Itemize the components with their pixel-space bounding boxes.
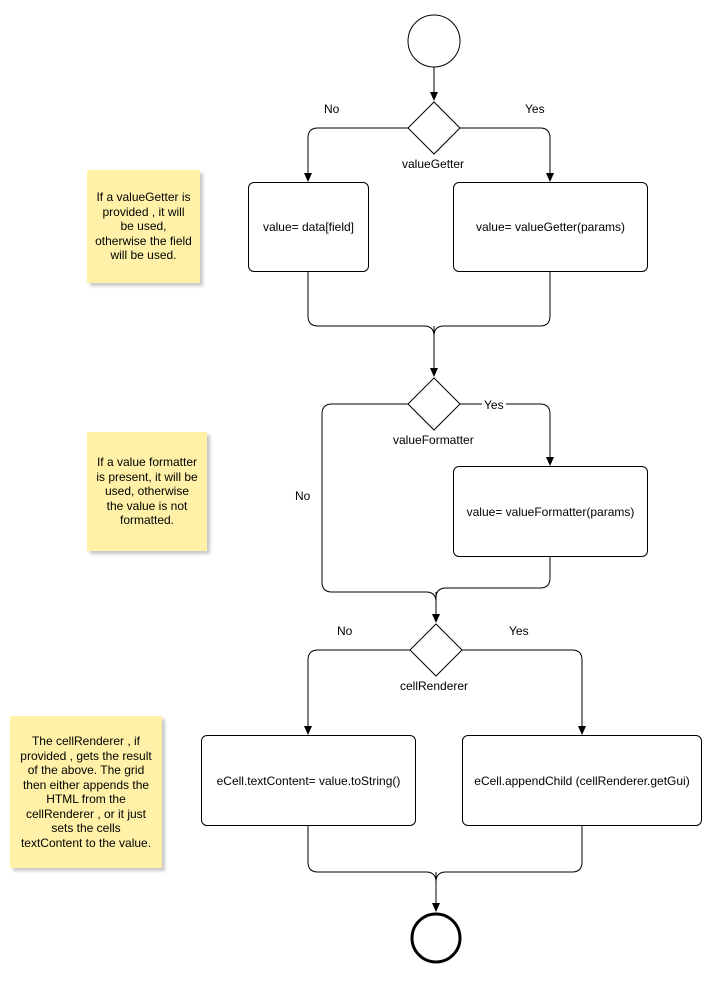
no-label-value-getter: No	[324, 102, 340, 116]
decision-label-cell-renderer: cellRenderer	[400, 679, 469, 693]
note-cell-renderer: The cellRenderer , if provided , gets th…	[10, 716, 162, 868]
note-cell-renderer-text: The cellRenderer , if provided , gets th…	[20, 734, 152, 850]
decision-label-value-getter: valueGetter	[402, 157, 465, 171]
box-append-child: eCell.appendChild (cellRenderer.getGui)	[462, 735, 702, 826]
note-value-formatter-text: If a value formatter is present, it will…	[96, 455, 198, 528]
yes-label-value-formatter: Yes	[482, 398, 506, 412]
box-text-content: eCell.textContent= value.toString()	[201, 735, 416, 826]
start-node	[407, 14, 461, 68]
note-value-getter: If a valueGetter is provided , it will b…	[87, 170, 200, 283]
no-label-cell-renderer: No	[337, 624, 353, 638]
decision-value-formatter	[407, 377, 461, 431]
no-label-value-formatter: No	[295, 489, 311, 503]
decision-value-getter	[407, 101, 461, 155]
decision-label-value-formatter: valueFormatter	[393, 433, 474, 447]
decision-cell-renderer	[409, 623, 463, 677]
box-value-formatter-params: value= valueFormatter(params)	[453, 466, 648, 557]
yes-label-cell-renderer: Yes	[509, 624, 529, 638]
end-node	[410, 912, 462, 964]
box-value-data-field: value= data[field]	[248, 182, 369, 272]
note-value-formatter: If a value formatter is present, it will…	[87, 432, 207, 551]
yes-label-value-getter: Yes	[525, 102, 545, 116]
note-value-getter-text: If a valueGetter is provided , it will b…	[95, 190, 192, 263]
box-value-getter-params: value= valueGetter(params)	[453, 182, 648, 272]
